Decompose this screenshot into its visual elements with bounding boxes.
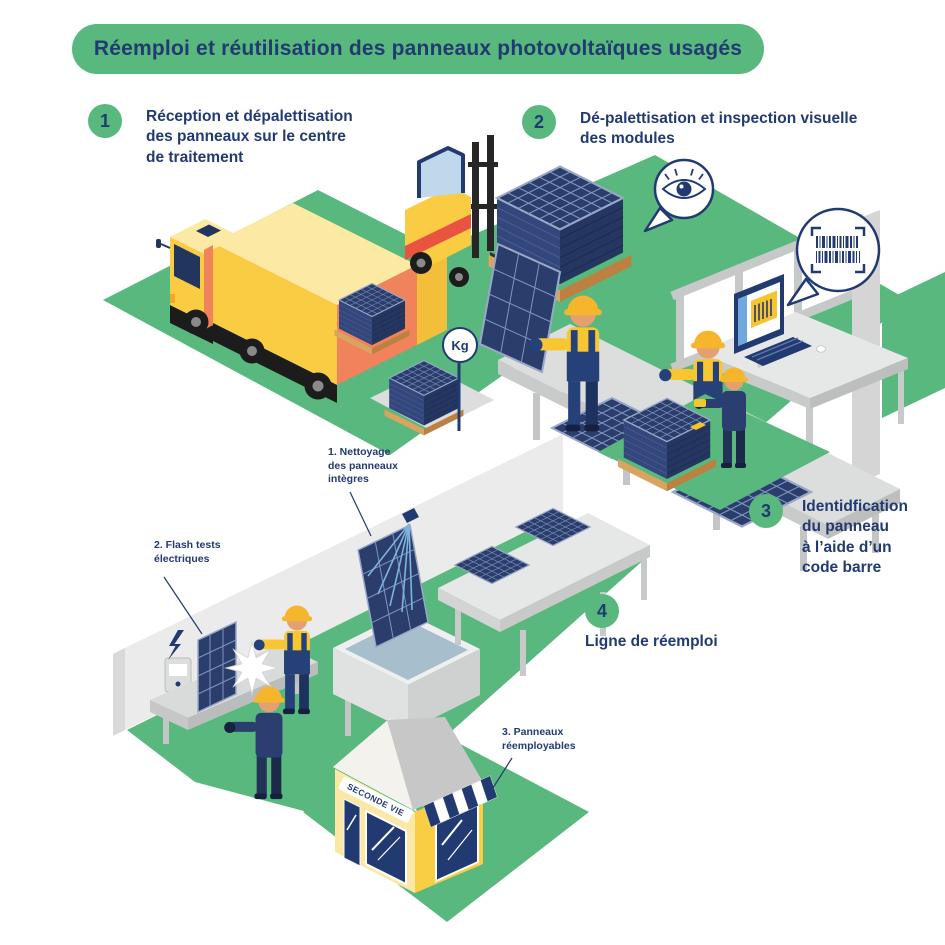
kg-sign: Kg <box>442 327 478 363</box>
mouse <box>816 345 826 353</box>
substep-flash-tests-label: 2. Flash tests électriques <box>154 539 221 565</box>
flash-starburst <box>224 640 280 696</box>
barcode-speech-bubble <box>786 207 881 307</box>
substep-reusable-panels-label: 3. Panneaux réemployables <box>502 726 576 752</box>
eye-icon <box>661 168 707 199</box>
header-banner: Réemploi et réutilisation des panneaux p… <box>72 24 764 74</box>
step-1-label: Réception et dépalettisation des panneau… <box>146 108 353 166</box>
flash-test-station <box>150 620 318 744</box>
truck-door <box>417 250 447 345</box>
step-2-badge: 2 <box>522 105 556 139</box>
identification-area <box>598 367 830 510</box>
step-4-badge: 4 <box>585 594 619 628</box>
shop-door <box>343 798 361 867</box>
cab-window <box>174 244 200 289</box>
step-3-badge: 3 <box>749 494 783 528</box>
substep-cleaning-label: 1. Nettoyage des panneaux intègres <box>328 446 399 486</box>
shop-window <box>365 809 407 886</box>
worker <box>694 367 748 468</box>
step-4-label: Ligne de réemploi <box>585 633 718 650</box>
step-3-label: Identidfication du panneau à l’aide d’un… <box>802 498 908 577</box>
floor-right-strip <box>882 272 945 418</box>
water-spray-icon <box>367 508 419 613</box>
shop-illustration <box>303 717 589 922</box>
step-2-label: Dé-palettisation et inspection visuelle … <box>580 110 858 148</box>
step-1-badge: 1 <box>88 104 122 138</box>
barcode-scanner <box>694 399 706 407</box>
drying-table <box>438 507 650 676</box>
washing-station <box>333 508 480 736</box>
leader-lines <box>163 491 513 792</box>
computer <box>734 274 826 368</box>
stack-label <box>690 422 706 430</box>
eye-speech-bubble <box>643 158 715 233</box>
reception-area <box>103 190 578 455</box>
truck-illustration <box>156 203 447 403</box>
barcode-icon <box>810 226 866 274</box>
lightning-bolt-icon <box>168 630 184 660</box>
reuse-line-area <box>113 434 650 822</box>
shop-awning <box>423 775 498 828</box>
